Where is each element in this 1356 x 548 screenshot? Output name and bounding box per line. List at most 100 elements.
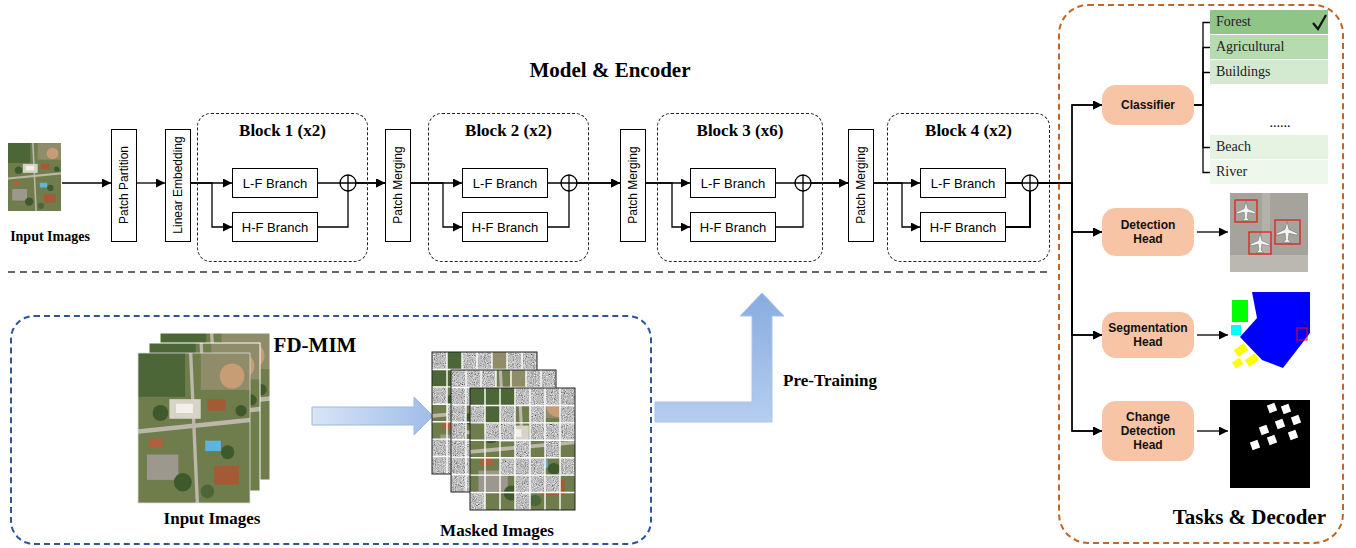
masked-image: [499, 388, 500, 510]
sum-symbol: [1022, 175, 1038, 191]
masked-image: [470, 422, 575, 423]
change-detection-image: [1275, 419, 1285, 429]
branch-label: L-F Branch: [473, 176, 537, 191]
box-label: Patch Merging: [626, 146, 640, 223]
branch-label: L-F Branch: [931, 176, 995, 191]
box-label: Patch Merging: [854, 146, 868, 223]
masked-image: [514, 388, 515, 510]
connector: [874, 183, 920, 227]
masked-image: [470, 388, 575, 510]
head-arrows: [1197, 430, 1228, 431]
connector: [776, 183, 848, 227]
masked-image: [559, 388, 560, 510]
process-box: Linear Embedding: [165, 129, 191, 242]
sum-symbol: [1022, 175, 1038, 191]
branch-box: H-F Branch: [920, 212, 1006, 242]
diagram-title: Model & Encoder: [530, 58, 691, 83]
separator-line: [8, 271, 1050, 272]
head-label: Classifier: [1121, 98, 1175, 112]
masked-image: [484, 388, 485, 510]
detection-image: [1230, 193, 1308, 272]
block-group: Block 2 (x2) L-F BranchH-F Branch: [428, 113, 589, 262]
input-arrow: [62, 182, 111, 183]
branch-box: H-F Branch: [690, 212, 776, 242]
pretraining-arrow: [655, 293, 784, 422]
class-item: Forest: [1210, 10, 1328, 35]
block-heading: Block 2 (x2): [429, 121, 588, 141]
masked-image: [446, 352, 447, 474]
input-image: [8, 143, 61, 211]
class-label: Buildings: [1216, 64, 1270, 80]
detection-image: [1277, 222, 1298, 243]
detection-image: [1249, 232, 1271, 254]
sum-symbol: [561, 175, 577, 191]
connector: [1006, 105, 1102, 183]
change-detection-image: [1267, 403, 1277, 413]
masked-image: [470, 440, 575, 441]
panel-heading: FD-MIM: [12, 333, 618, 358]
caption-label: Masked Images: [440, 521, 554, 541]
masked-image: [470, 474, 575, 475]
method-panel: FD-MIM: [10, 315, 652, 545]
input-image-stack: [138, 353, 250, 503]
segmentation-image: [1297, 328, 1307, 340]
branch-label: H-F Branch: [472, 220, 538, 235]
sum-symbol: [340, 175, 356, 191]
head-box: Detection Head: [1102, 208, 1194, 256]
masked-image: [470, 388, 575, 510]
head-arrows: [1197, 232, 1228, 431]
change-detection-image: [1250, 403, 1301, 450]
segmentation-image: [1230, 292, 1310, 370]
head-arrows: [1197, 334, 1228, 335]
masked-image: [470, 388, 575, 510]
segmentation-image: [1240, 292, 1310, 368]
connector: [1194, 23, 1210, 106]
branch-box: L-F Branch: [232, 168, 318, 198]
connector: [1006, 105, 1102, 227]
caption-label: Input Images: [164, 509, 261, 529]
masked-image: [465, 370, 466, 492]
box-label: Patch Partition: [117, 146, 131, 224]
detection-image: [1275, 220, 1300, 244]
detection-image: [1236, 201, 1255, 220]
connector: [1006, 183, 1102, 232]
input-image: [8, 143, 61, 211]
masked-image: [470, 405, 575, 406]
process-box: Patch Partition: [111, 129, 137, 242]
input-image-stack: [138, 353, 250, 503]
masked-image: [544, 388, 545, 510]
masked-image: [470, 388, 575, 510]
masked-image: [470, 388, 575, 510]
process-box: Patch Merging: [620, 129, 646, 242]
sum-symbol: [1022, 175, 1038, 191]
head-box: Change Detection Head: [1102, 401, 1194, 461]
sum-symbol: [795, 175, 811, 191]
box-label: Linear Embedding: [171, 136, 185, 233]
panel-heading: Tasks & Decoder: [1173, 505, 1326, 530]
block-group: Block 1 (x2)L-F BranchH-F Branch: [197, 113, 368, 262]
masked-image: [470, 388, 575, 510]
segmentation-image: [1234, 343, 1248, 356]
class-item: Agricultural: [1210, 35, 1328, 60]
connector: [1194, 105, 1210, 148]
sum-symbol: [340, 175, 356, 191]
connector: [1194, 73, 1210, 106]
branch-label: H-F Branch: [242, 220, 308, 235]
class-label: Forest: [1216, 14, 1251, 30]
connector: [1006, 183, 1102, 431]
connector: [137, 182, 165, 183]
class-label: River: [1216, 164, 1247, 180]
branch-box: H-F Branch: [462, 212, 548, 242]
connector: [1006, 183, 1102, 232]
block-group: Block 4 (x2)L-F BranchH-F Branch: [887, 113, 1050, 262]
caption-label: Pre-Training: [783, 371, 877, 391]
detection-image: [1230, 255, 1308, 272]
masked-image-stack: [432, 352, 575, 510]
connector-layer: [137, 23, 1210, 432]
head-box: Classifier: [1102, 85, 1194, 125]
